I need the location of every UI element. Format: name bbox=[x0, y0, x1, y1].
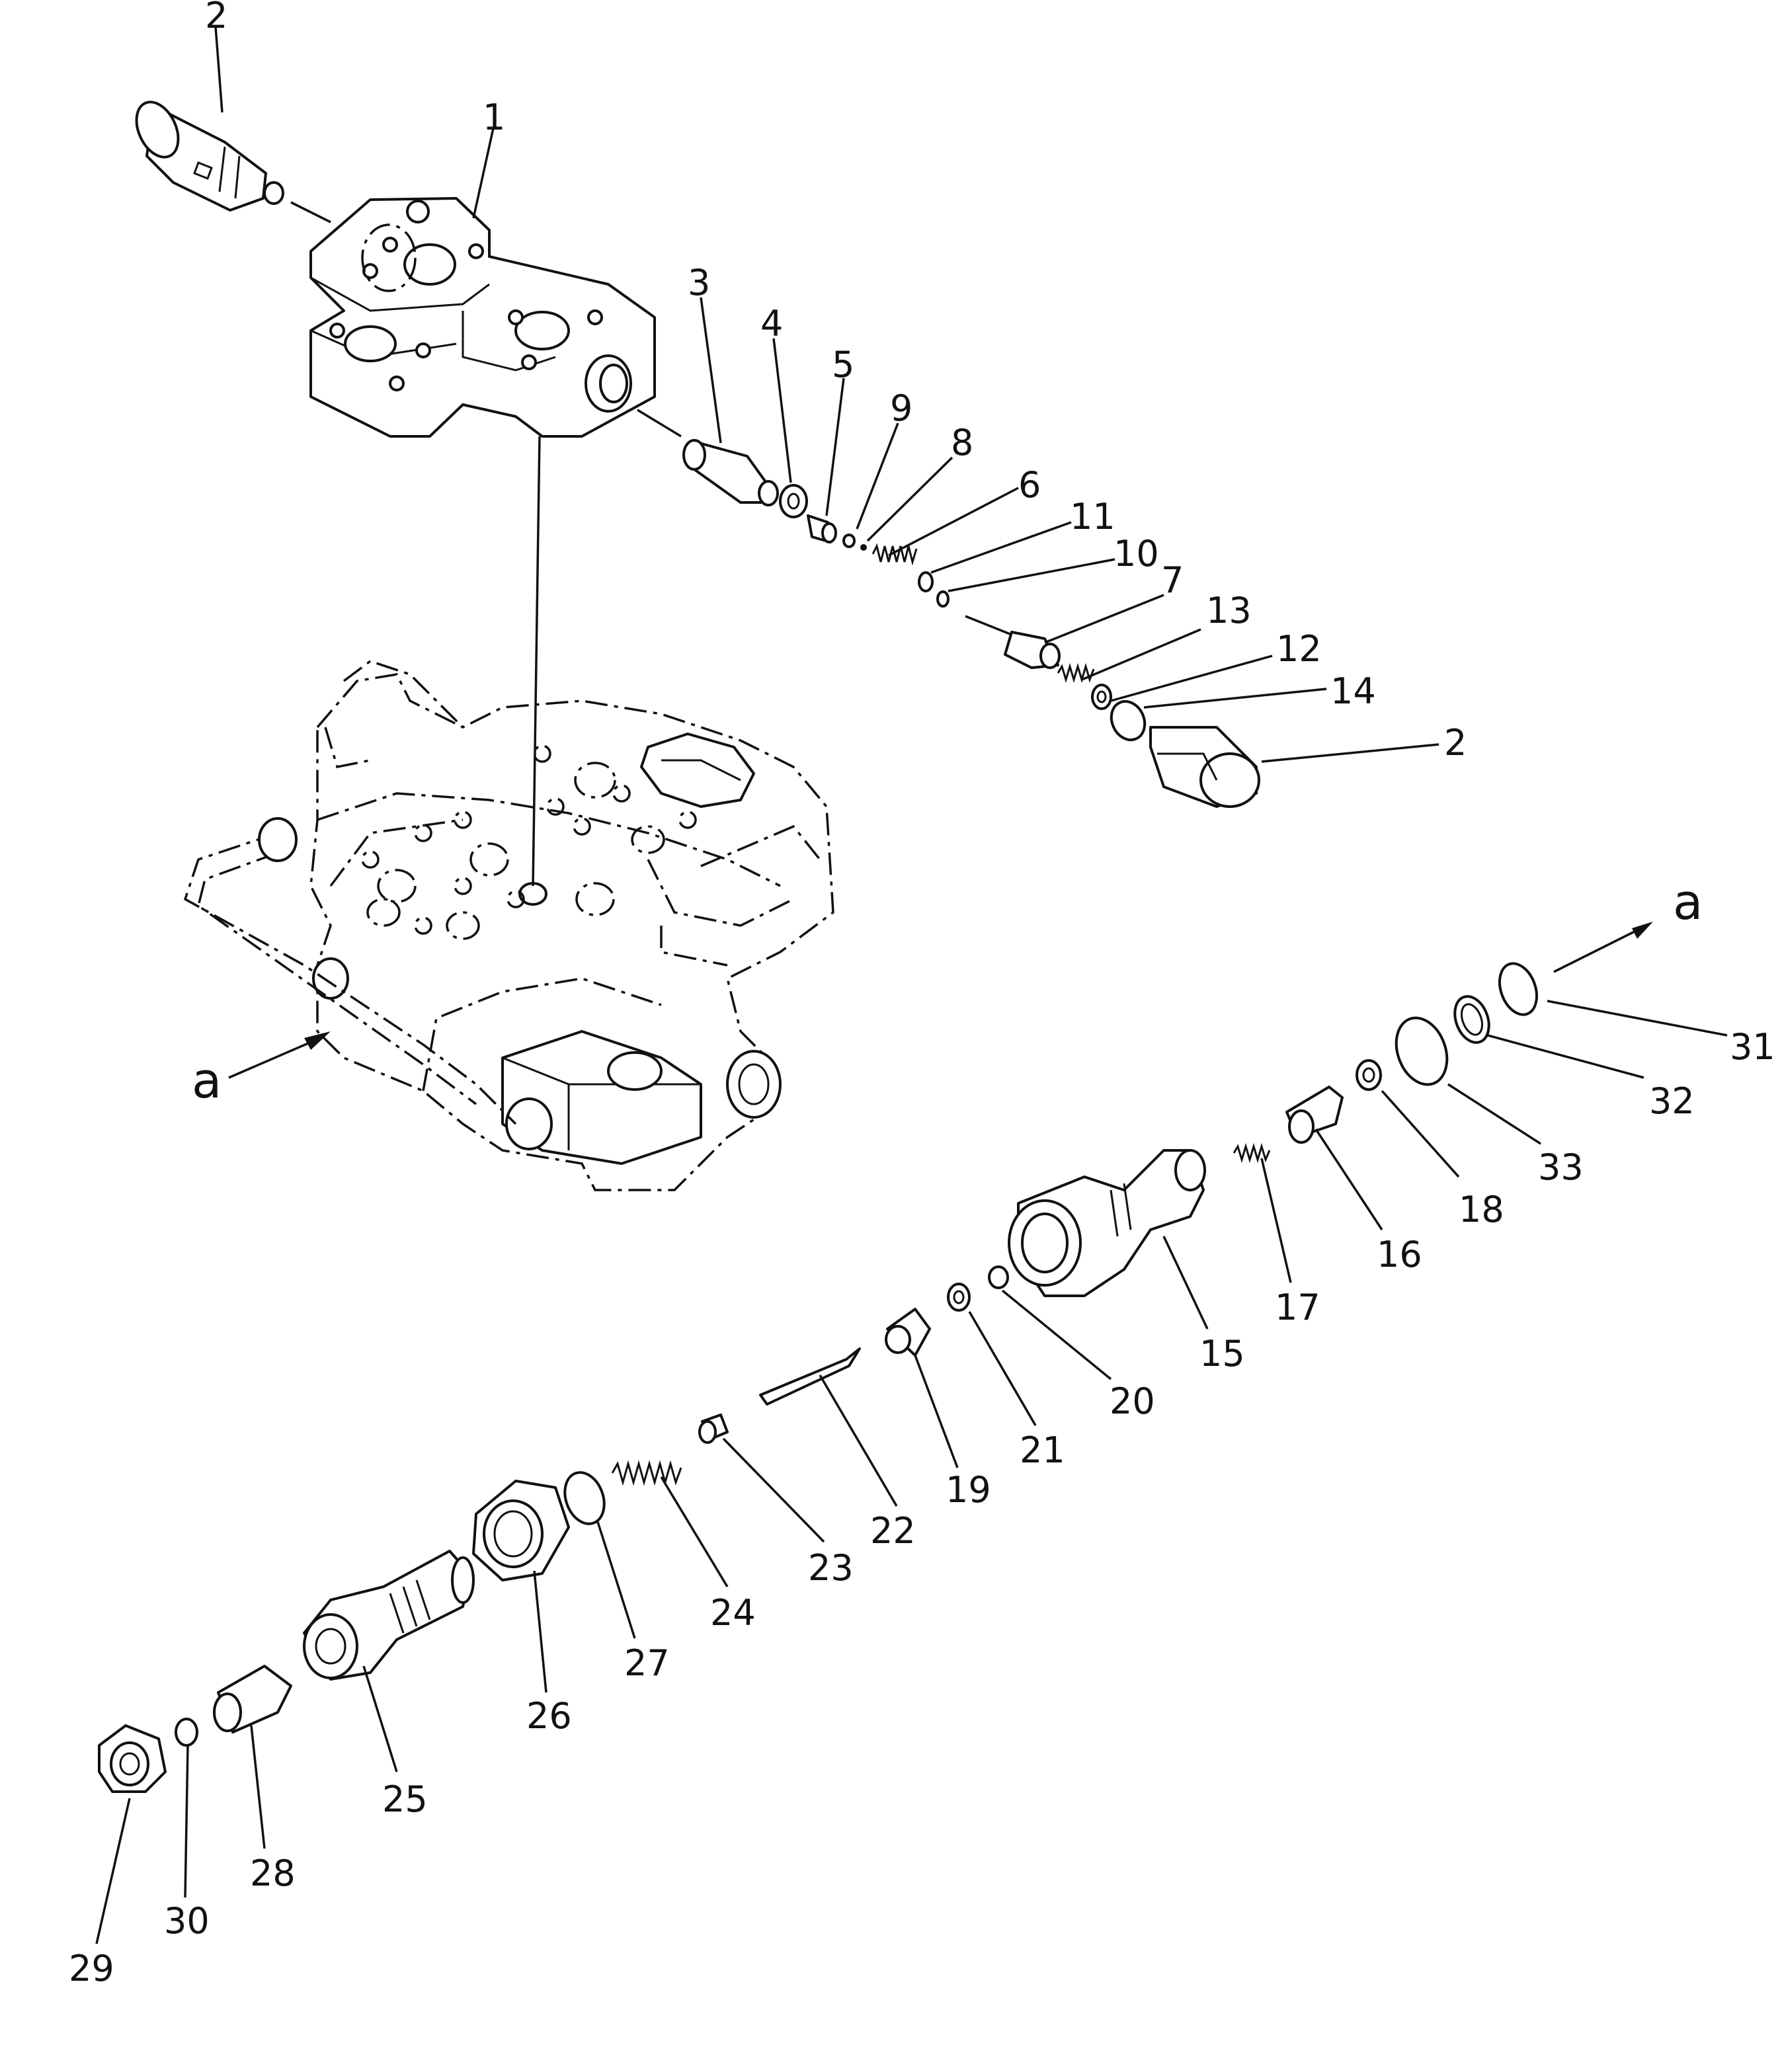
plug-part-2-top bbox=[135, 100, 331, 223]
callout-19: 19 bbox=[946, 1469, 991, 1511]
callout-23: 23 bbox=[808, 1547, 854, 1589]
callout-labels: 2 1 3 4 5 9 8 6 11 10 7 13 12 14 2 31 32… bbox=[69, 0, 1775, 1989]
callout-25: 25 bbox=[382, 1778, 428, 1820]
callout-11: 11 bbox=[1070, 496, 1115, 538]
callout-33: 33 bbox=[1538, 1146, 1584, 1188]
callout-20: 20 bbox=[1110, 1380, 1155, 1422]
callout-7: 7 bbox=[1161, 559, 1184, 601]
callout-13: 13 bbox=[1206, 590, 1252, 631]
callout-10: 10 bbox=[1114, 533, 1159, 575]
callout-6: 6 bbox=[1018, 464, 1041, 506]
parts-22-to-30 bbox=[98, 1347, 861, 1793]
callout-2-top: 2 bbox=[205, 0, 227, 36]
callout-32: 32 bbox=[1649, 1080, 1695, 1122]
callout-31: 31 bbox=[1730, 1026, 1775, 1068]
callout-22: 22 bbox=[870, 1510, 916, 1552]
callout-9: 9 bbox=[890, 387, 912, 429]
callout-12: 12 bbox=[1276, 628, 1322, 670]
arrowhead-a-right bbox=[1632, 922, 1653, 939]
parts-3-to-14 bbox=[637, 409, 1260, 808]
callout-15: 15 bbox=[1199, 1333, 1245, 1375]
connection-mark-a-left: a bbox=[192, 1053, 222, 1109]
connection-mark-a-right: a bbox=[1673, 874, 1703, 931]
callout-27: 27 bbox=[624, 1642, 670, 1684]
callout-17: 17 bbox=[1275, 1287, 1320, 1328]
callout-21: 21 bbox=[1020, 1429, 1065, 1471]
callout-14: 14 bbox=[1330, 670, 1376, 712]
callout-28: 28 bbox=[250, 1853, 296, 1894]
callout-5: 5 bbox=[832, 344, 854, 385]
callout-30: 30 bbox=[164, 1900, 210, 1942]
callout-2-right: 2 bbox=[1444, 722, 1467, 764]
callout-18: 18 bbox=[1459, 1189, 1504, 1230]
callout-26: 26 bbox=[526, 1695, 572, 1737]
main-control-valve-phantom bbox=[183, 660, 834, 1191]
callout-29: 29 bbox=[69, 1948, 114, 1989]
callout-1: 1 bbox=[483, 97, 505, 138]
arrowhead-a-left bbox=[304, 1031, 331, 1050]
callout-4: 4 bbox=[760, 303, 783, 344]
cover-block-part-1 bbox=[309, 197, 656, 438]
callout-3: 3 bbox=[688, 262, 710, 303]
parts-15-to-21 bbox=[885, 962, 1539, 1357]
leader-lines bbox=[95, 26, 1728, 1944]
callout-24: 24 bbox=[710, 1592, 756, 1634]
callout-8: 8 bbox=[951, 422, 973, 463]
callout-16: 16 bbox=[1377, 1234, 1422, 1275]
assembly-axis-line bbox=[532, 436, 541, 887]
